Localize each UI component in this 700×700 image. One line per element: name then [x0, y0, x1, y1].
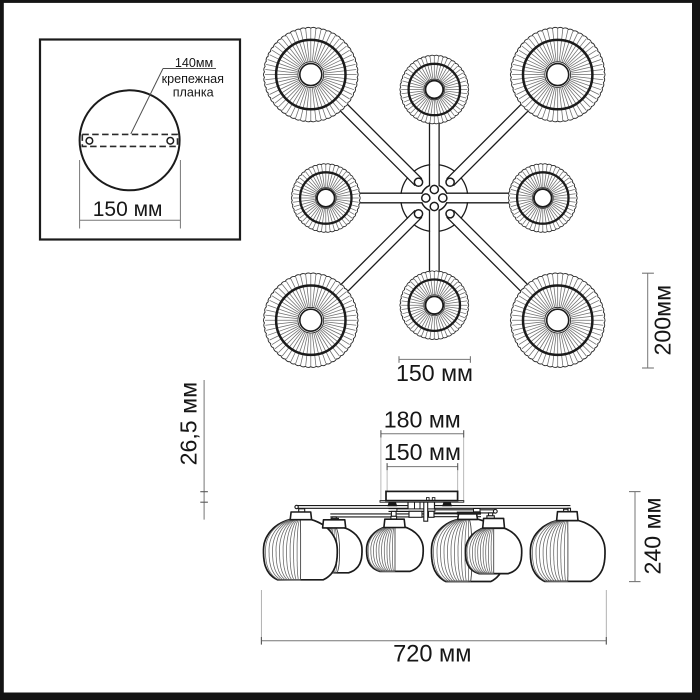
- svg-text:26,5 мм: 26,5 мм: [176, 382, 202, 465]
- svg-text:180 мм: 180 мм: [384, 407, 461, 433]
- svg-text:150 мм: 150 мм: [384, 439, 461, 465]
- svg-text:150 мм: 150 мм: [396, 360, 473, 386]
- svg-text:240 мм: 240 мм: [640, 497, 666, 574]
- svg-text:150 мм: 150 мм: [93, 198, 163, 221]
- svg-text:200мм: 200мм: [649, 285, 675, 356]
- svg-text:планка: планка: [173, 86, 214, 100]
- svg-text:крепежная: крепежная: [162, 72, 224, 86]
- svg-text:720 мм: 720 мм: [393, 642, 471, 668]
- svg-text:140мм: 140мм: [175, 56, 213, 70]
